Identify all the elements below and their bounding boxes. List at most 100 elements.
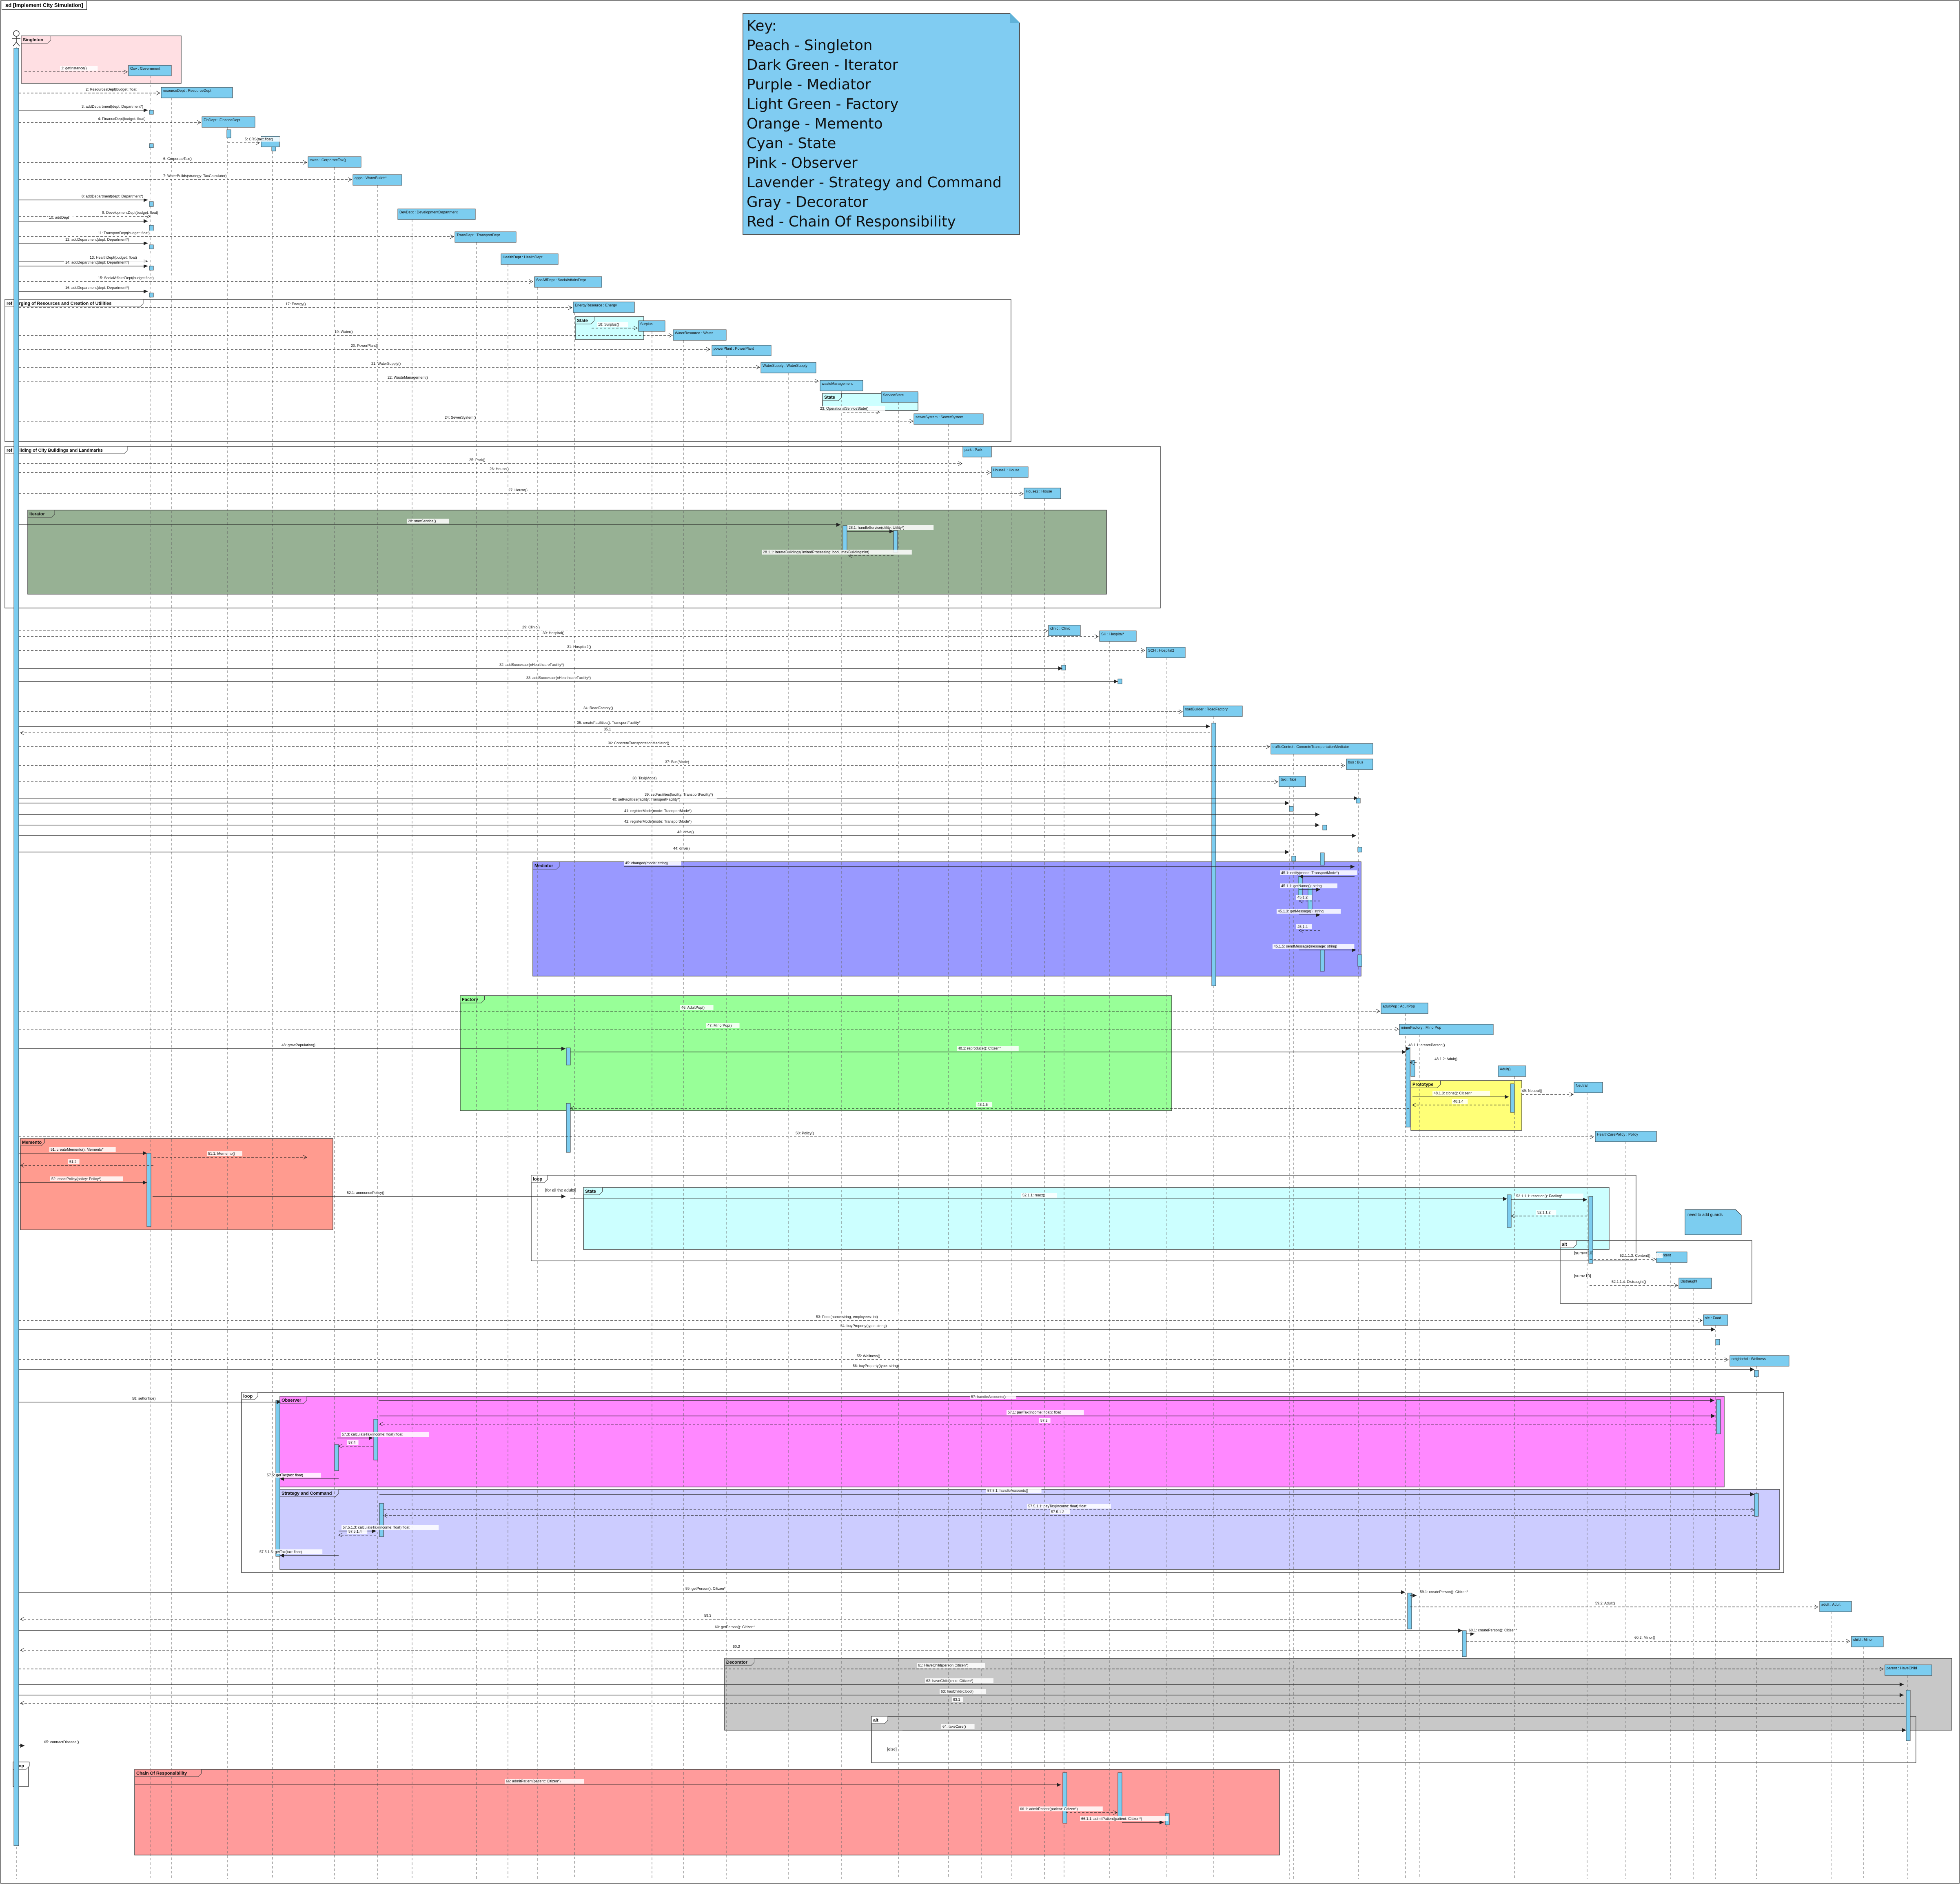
message-label-bg <box>1419 1589 1487 1594</box>
activation-bar <box>1588 1196 1593 1264</box>
message-arrowhead <box>1583 1198 1587 1202</box>
fragment-label: Prototype <box>1412 1082 1433 1087</box>
key-entry-observer: Pink - Observer <box>747 155 858 171</box>
message-label-bg <box>1277 909 1341 914</box>
message-arrowhead <box>144 219 148 223</box>
activation-bar <box>149 110 154 115</box>
message-label-bg <box>1610 1279 1661 1284</box>
lifeline-header <box>501 253 559 265</box>
message-arrowhead <box>156 91 161 95</box>
message-arrowhead <box>1401 1590 1405 1594</box>
lifeline-name: bus : Bus <box>1348 760 1364 764</box>
message-label: 28: startService() <box>408 519 436 523</box>
message-label: 57.5.1.1: payTax(income: float):float <box>1028 1504 1086 1508</box>
activation-bar <box>149 201 154 207</box>
message-48: 45: changed(mode: string) <box>624 861 1355 869</box>
activation-bar <box>1117 679 1122 684</box>
lifeline-26: trafficControl : ConcreteTransportationM… <box>1270 743 1373 1879</box>
message-arrowhead <box>1406 1047 1410 1051</box>
lifeline-9: HealthDept : HealthDept <box>501 253 559 1879</box>
message-arrowhead <box>1299 874 1303 879</box>
key-entry-memento: Orange - Memento <box>747 115 883 132</box>
message-arrowhead <box>123 69 128 74</box>
message-label-bg <box>1296 895 1312 900</box>
message-label: 57.1: payTax(income: float): float <box>1008 1410 1061 1414</box>
fragment-frame <box>1560 1240 1752 1304</box>
message-label: 3: addDepartment(dept: Department*) <box>82 104 143 109</box>
message-27: 27: House() <box>19 488 1024 496</box>
lifeline-name: EnergyResource : Energy <box>575 303 617 307</box>
message-arrowhead <box>338 1444 343 1449</box>
message-63: 48.1.5 <box>570 1102 1409 1111</box>
message-79: 56: buyProperty(type: string) <box>19 1363 1754 1371</box>
lifeline-18: sewerSystem : SewerSystem <box>913 413 984 1879</box>
message-arrowhead <box>1376 1009 1381 1014</box>
message-label-bg <box>507 488 534 493</box>
fragment-prototype: Prototype <box>1410 1080 1522 1131</box>
message-62: 48.1.4 <box>1412 1099 1509 1107</box>
message-label: 48.1.2: Adult() <box>1435 1057 1457 1061</box>
message-label: 5: CRS(tax: float) <box>245 137 273 141</box>
message-arrowhead <box>20 1701 24 1706</box>
fragment-frame <box>20 1138 333 1230</box>
message-label: 35: createFacilities(): TransportFacilit… <box>577 721 641 725</box>
message-label-bg <box>49 1147 116 1152</box>
message-label: 66.1.1: admitPatient(patient: Citizen*) <box>1081 1817 1142 1821</box>
lifeline-name: SH : Hospital* <box>1101 632 1124 636</box>
lifeline-header <box>1819 1601 1852 1612</box>
fragment-tab <box>4 446 128 454</box>
message-label: 14: addDepartment(dept: Department*) <box>65 260 129 264</box>
message-label-bg <box>957 1046 1019 1051</box>
message-arrowhead <box>379 1422 384 1427</box>
message-label: 60.3 <box>733 1644 740 1649</box>
message-arrowhead <box>1814 1604 1819 1609</box>
message-label-bg <box>341 1432 429 1437</box>
message-label: 33: addSuccessor(nHealthcareFacility*) <box>526 676 591 680</box>
message-arrowhead <box>372 1529 376 1533</box>
activation-bar <box>149 225 154 231</box>
message-109: 66.1.1: admitPatient(patient: Citizen*) <box>1080 1816 1168 1824</box>
message-label: 45.1.4 <box>1297 925 1308 929</box>
message-label-bg <box>676 830 703 834</box>
activation-bar <box>1211 723 1216 986</box>
fragment-label: loop <box>243 1394 253 1399</box>
message-label-bg <box>819 406 885 411</box>
message-78: 55: Wellness() <box>19 1354 1729 1362</box>
lifeline-38: adult : Adult <box>1819 1601 1852 1879</box>
message-arrowhead <box>1114 679 1118 683</box>
activation-bar <box>1507 1194 1512 1228</box>
message-label-bg <box>624 861 681 865</box>
fragment-label: Chain Of Responsibility <box>136 1771 187 1776</box>
message-arrowhead <box>1316 913 1320 917</box>
message-67: 51.1: Memento() <box>153 1151 308 1160</box>
actor-activation <box>13 48 19 1846</box>
message-label: 52.1: announcePolicy() <box>347 1191 384 1195</box>
fragment-frame <box>4 299 1011 442</box>
message-95: 59.2: Adult() <box>1410 1601 1819 1609</box>
message-101: 61: HaveChild(person:Citizen*) <box>19 1663 1884 1671</box>
lifeline-name: child : Minor <box>1853 1638 1873 1642</box>
message-label-bg <box>370 361 410 366</box>
message-arrowhead <box>20 1163 24 1168</box>
message-100: 60.3 <box>20 1644 1462 1653</box>
lifeline-header <box>1183 706 1243 717</box>
message-label-bg <box>566 644 601 649</box>
message-91: 57.5.1.5: getTax(tax: float) <box>258 1549 339 1558</box>
lifeline-12: Surplus <box>638 320 665 1879</box>
lifeline-16: wasteManagement <box>820 380 863 1879</box>
message-arrowhead <box>1354 796 1358 800</box>
message-label-bg <box>1021 1193 1057 1198</box>
message-label: 60: getPerson(): Citizen* <box>715 1625 755 1629</box>
message-arrowhead <box>561 1194 565 1198</box>
activation-bar <box>566 1047 571 1065</box>
message-label: 57.5.1.4 <box>348 1529 362 1533</box>
message-65: 50: Policy() <box>19 1131 1594 1139</box>
guard-guard-else: [else] <box>887 1747 897 1752</box>
lifeline-header <box>712 345 772 356</box>
fragment-label: alt <box>1562 1242 1567 1247</box>
lifeline-header <box>1279 776 1306 787</box>
lifeline-header <box>673 329 727 341</box>
fragment-tab <box>531 1175 548 1183</box>
message-label-bg <box>976 1102 992 1107</box>
message-49: 45.1: notify(mode: TransportMode*) <box>1280 870 1357 879</box>
